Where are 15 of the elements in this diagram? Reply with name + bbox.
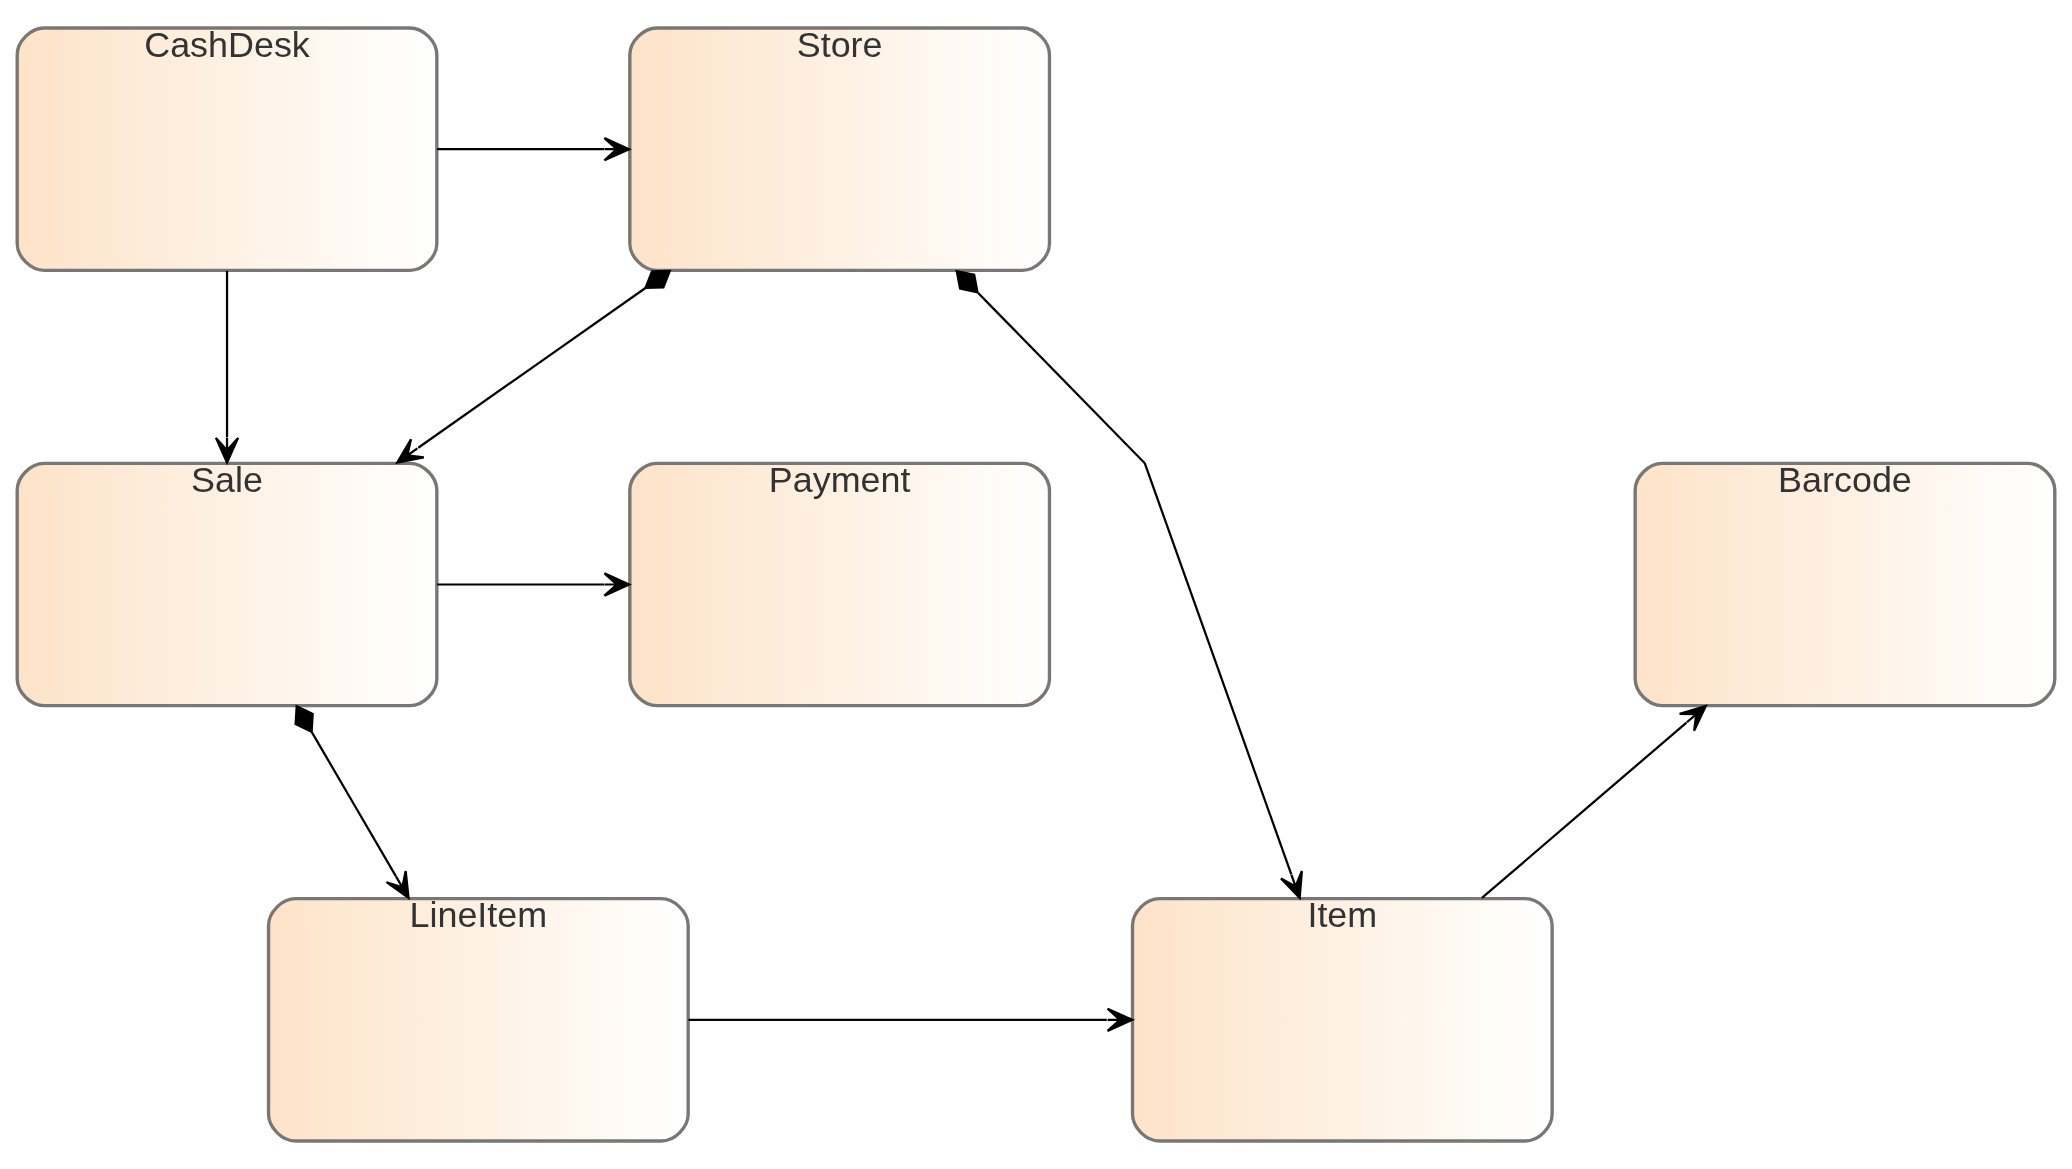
node-box: Store [628, 26, 1052, 272]
arrow [396, 269, 672, 464]
arrow [437, 572, 631, 597]
arrow [437, 136, 631, 162]
node-box: LineItem [266, 897, 690, 1143]
node-box: CashDesk [15, 26, 439, 272]
arrow [294, 704, 410, 900]
arrow [214, 270, 240, 464]
arrow [955, 269, 1303, 900]
node-box: Item [1130, 897, 1554, 1143]
node-box: Payment [628, 461, 1052, 708]
arrow [688, 1007, 1134, 1033]
arrow [1481, 705, 1707, 899]
node-box: Barcode [1633, 461, 2057, 708]
node-box: Sale [15, 461, 439, 708]
